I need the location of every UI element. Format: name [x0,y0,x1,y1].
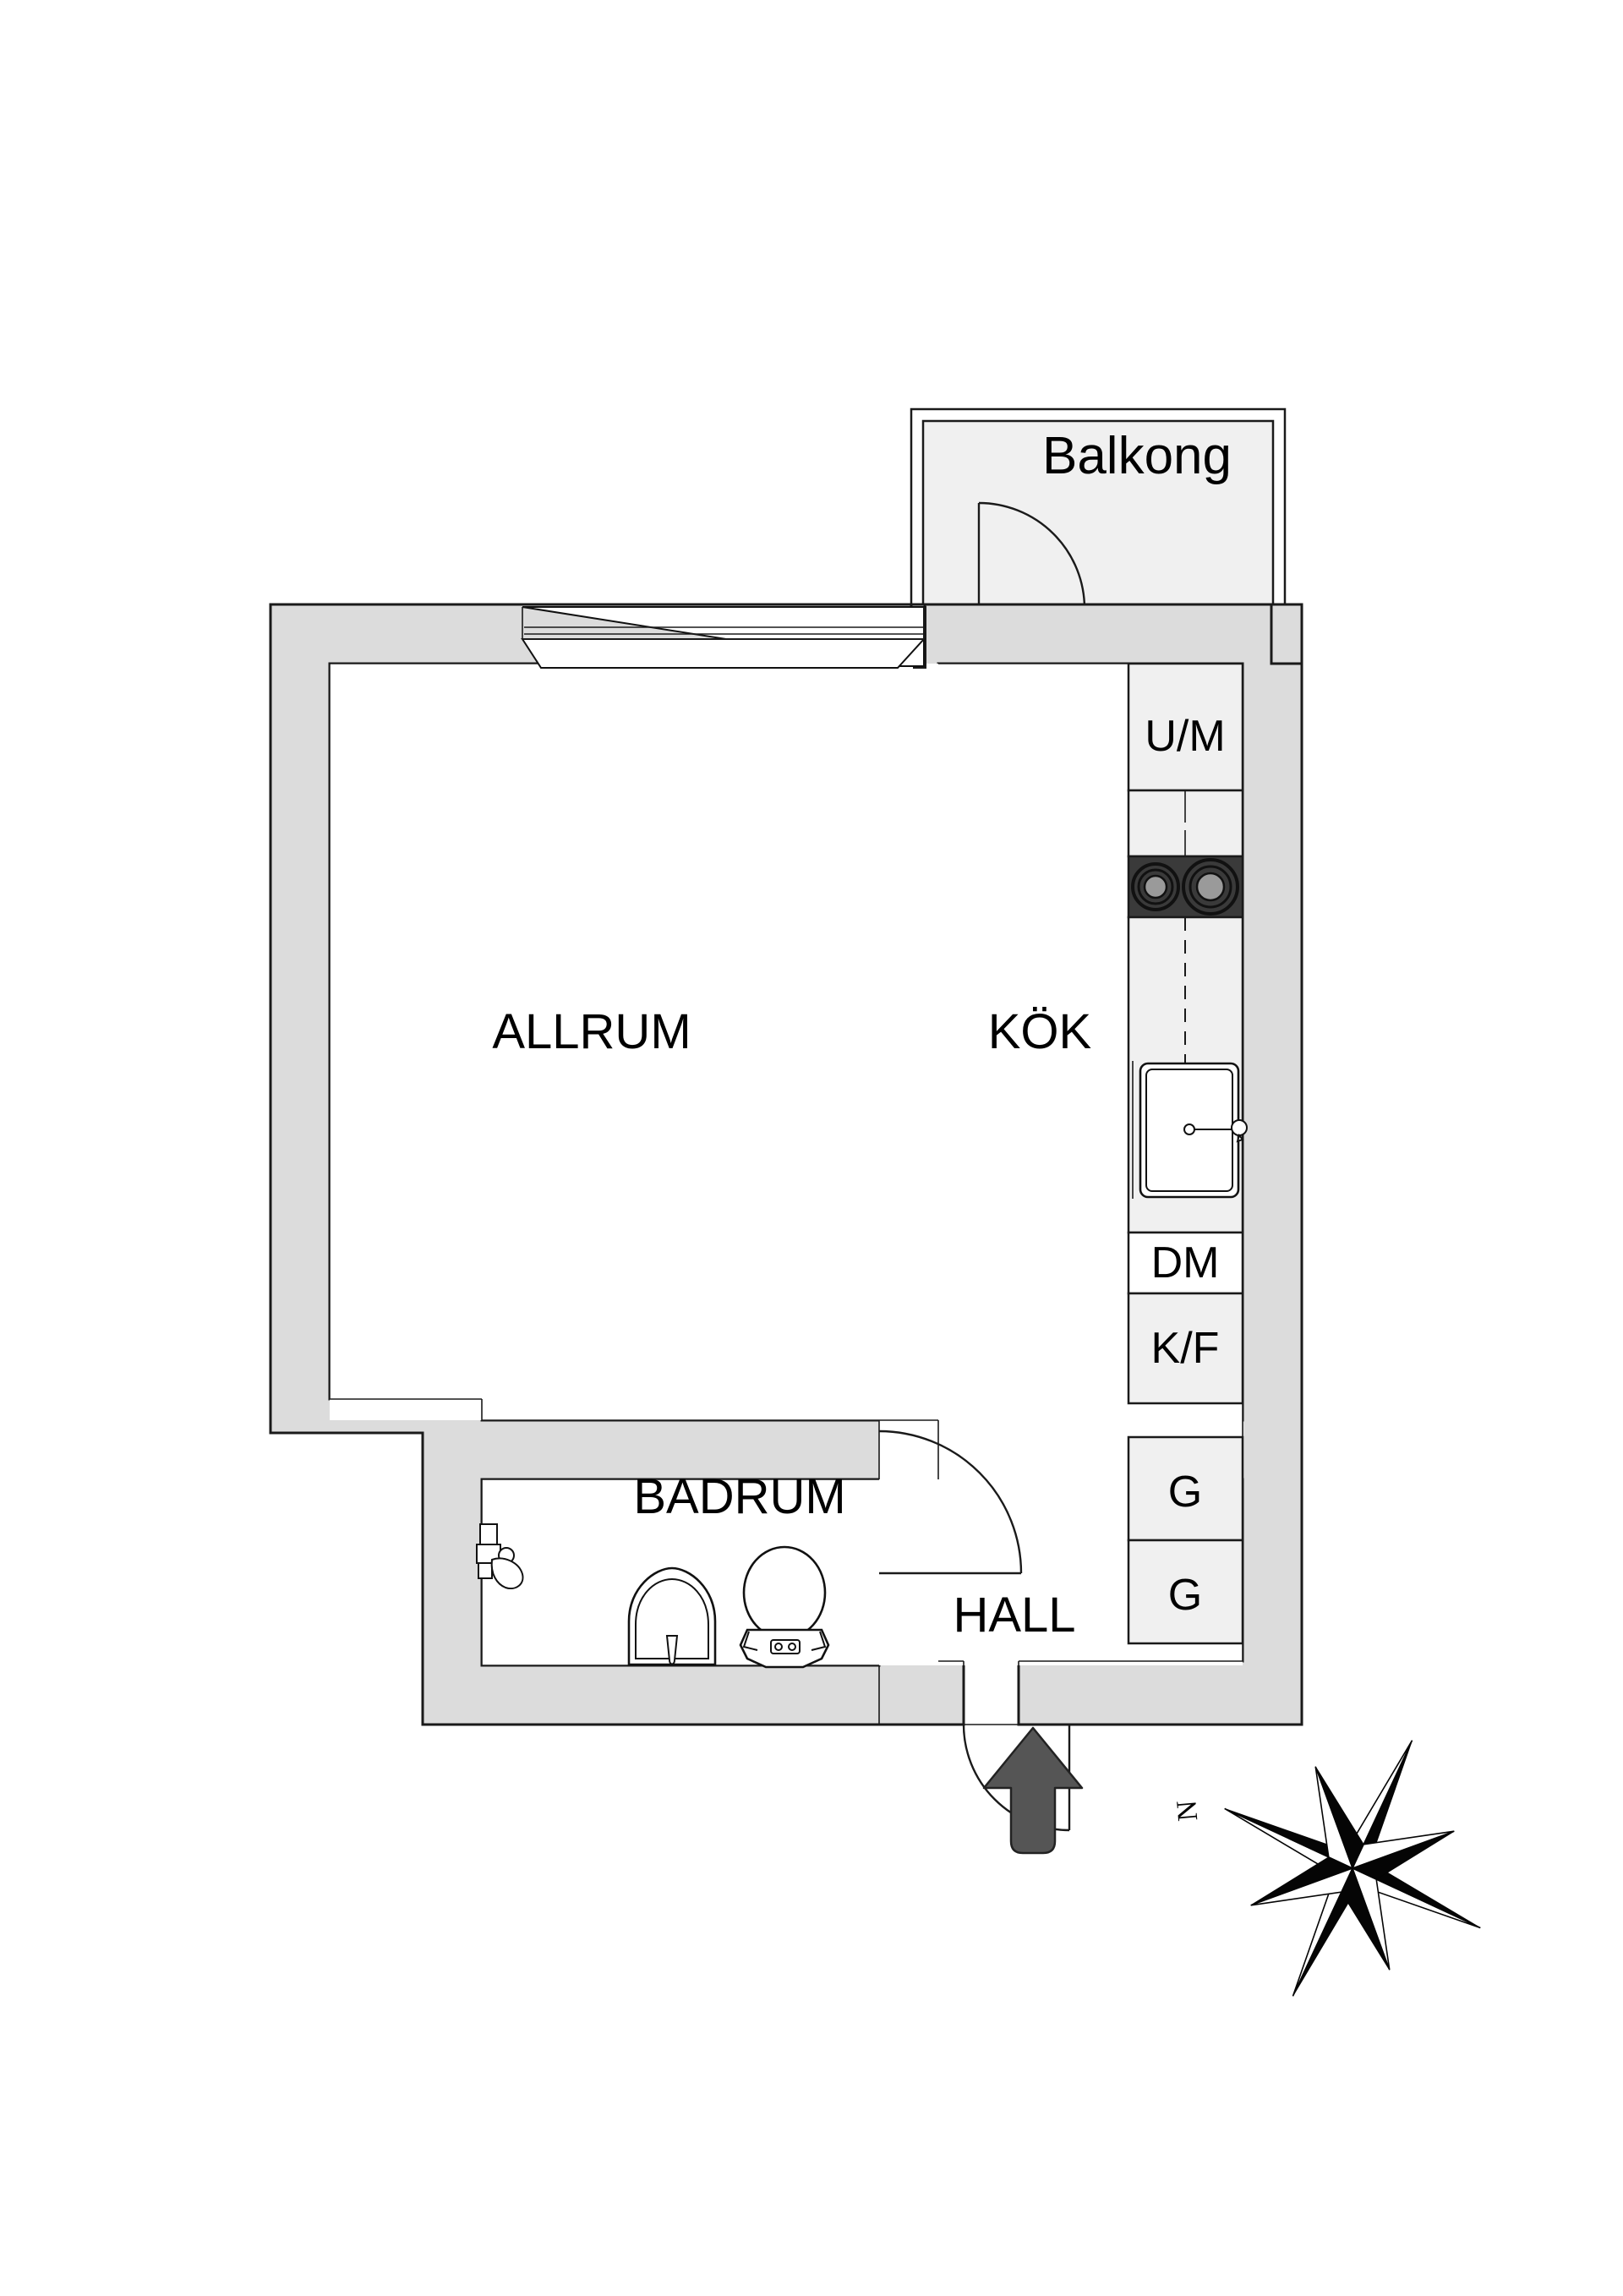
kitchen-unit-um-label: U/M [1145,712,1225,761]
entrance-direction-arrow [982,1726,1084,1855]
bathroom-door-swing-arc [878,1430,1023,1574]
stovetop-burner-large [1182,858,1239,916]
compass-rose: N [1171,1740,1481,1997]
living-room-window [521,606,926,669]
balcony-opening-jamb-right [1270,603,1303,665]
allrum-floor [330,664,879,1420]
kitchen-unit-g1-label: G [1168,1468,1202,1517]
room-label-kok: KÖK [988,1004,1092,1059]
toilet-flush-buttons [770,1639,801,1654]
bathroom-washbasin [627,1566,717,1666]
kitchen-unit-dm-label: DM [1151,1238,1220,1287]
kitchen-unit-g1 [1127,1435,1244,1542]
kitchen-cabinetry: U/M [1127,662,1248,1645]
balcony-floor [921,419,1275,607]
compass-north-label: N [1171,1799,1204,1823]
kitchen-unit-kf [1127,1292,1244,1405]
kitchen-unit-g2-label: G [1168,1571,1202,1620]
kok-allrum-opening [879,664,938,1420]
kitchen-sink-faucet [1183,1119,1248,1143]
kitchen-unit-dm [1127,1231,1244,1295]
bathroom-fixtures [476,1430,1023,1669]
toilet [739,1545,830,1669]
kitchen-unit-kf-label: K/F [1151,1324,1220,1373]
kitchen-sink [1139,1062,1248,1199]
kitchen-unit-um [1127,662,1244,792]
room-label-hall: HALL [953,1588,1075,1643]
room-label-badrum: BADRUM [633,1469,845,1524]
kitchen-unit-g2 [1127,1539,1244,1645]
shower-mixer-valve [476,1523,524,1589]
room-label-allrum: ALLRUM [492,1004,691,1059]
balcony-area: Balkong [910,407,1287,610]
toilet-bowl [742,1545,827,1640]
window-reveal [521,638,926,669]
balcony-door-swing-arc [978,501,1086,610]
room-label-balkong: Balkong [1042,427,1232,485]
stovetop-burner-small [1131,862,1180,911]
